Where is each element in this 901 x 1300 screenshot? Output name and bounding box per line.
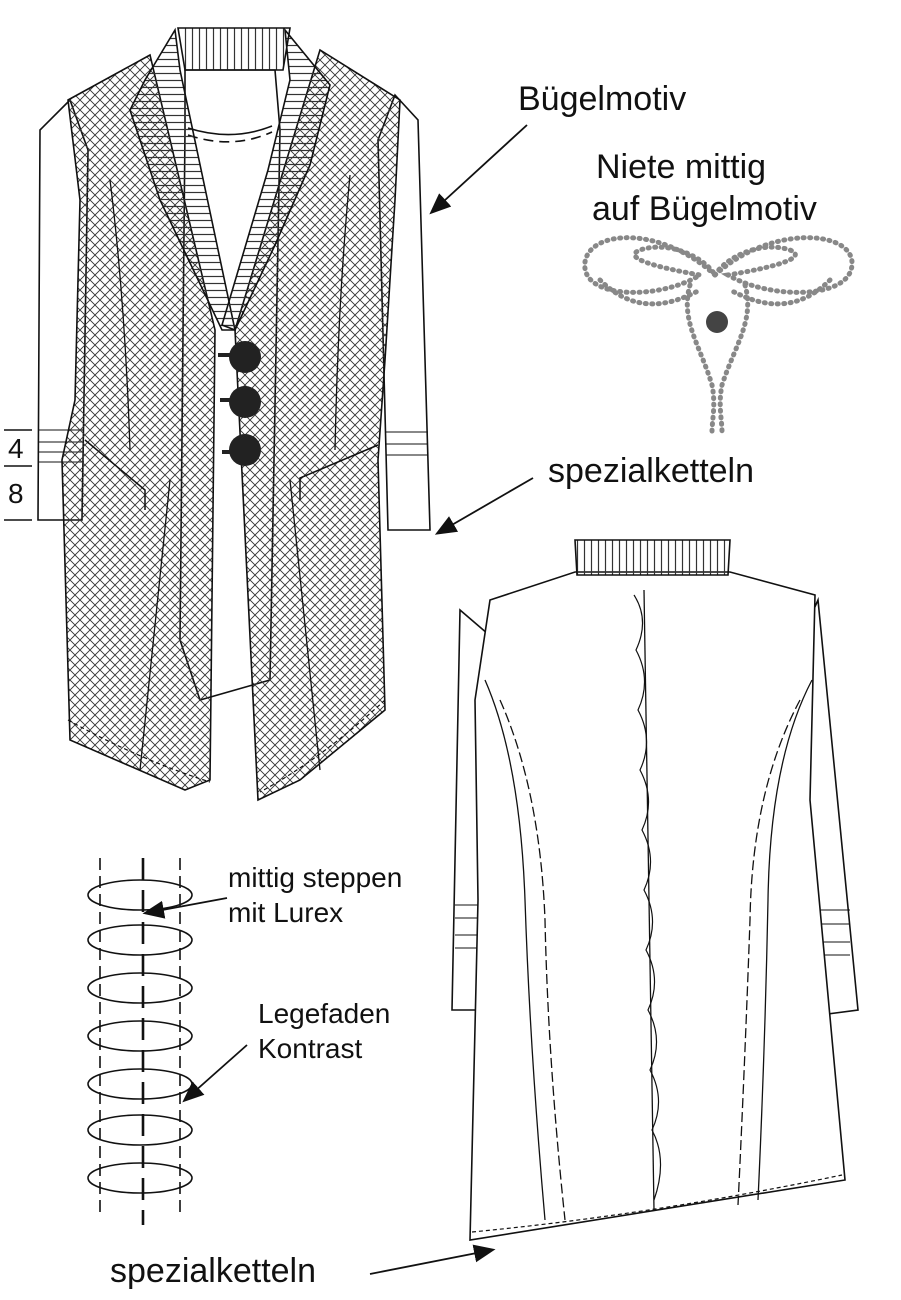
collar-right bbox=[221, 27, 331, 332]
label-steppen-line2: mit Lurex bbox=[228, 897, 344, 928]
label-steppen-line1: mittig steppen bbox=[228, 862, 403, 893]
leader-arrows bbox=[142, 124, 534, 1275]
neck-rib bbox=[177, 27, 291, 71]
collar-left bbox=[129, 27, 236, 331]
back-body bbox=[469, 571, 846, 1241]
stitch-diagram bbox=[87, 858, 193, 1225]
button-icon bbox=[229, 434, 261, 466]
arrow-icon bbox=[182, 1044, 248, 1103]
measure-upper: 4 bbox=[8, 433, 24, 464]
arrow-icon bbox=[142, 897, 228, 919]
front-buttons bbox=[218, 341, 261, 466]
label-spezialketteln-bottom: spezialketteln bbox=[110, 1252, 317, 1290]
arrow-icon bbox=[369, 1244, 496, 1275]
label-legefaden-line2: Kontrast bbox=[258, 1033, 363, 1064]
measure-lower: 8 bbox=[8, 478, 24, 509]
label-niete-line2: auf Bügelmotiv bbox=[592, 190, 817, 228]
button-icon bbox=[229, 386, 261, 418]
arrow-icon bbox=[429, 124, 528, 215]
label-legefaden-line1: Legefaden bbox=[258, 998, 391, 1029]
measurement-marks bbox=[4, 429, 32, 521]
rivet-icon bbox=[706, 311, 728, 333]
back-collar bbox=[574, 539, 731, 576]
label-buegelmotiv: Bügelmotiv bbox=[518, 80, 687, 118]
button-icon bbox=[229, 341, 261, 373]
front-jacket bbox=[37, 27, 431, 802]
label-spezialketteln-top: spezialketteln bbox=[548, 452, 755, 490]
rhinestone-motif-icon bbox=[582, 235, 855, 435]
label-niete-line1: Niete mittig bbox=[596, 148, 767, 186]
arrow-icon bbox=[434, 477, 534, 535]
back-jacket bbox=[451, 539, 859, 1241]
